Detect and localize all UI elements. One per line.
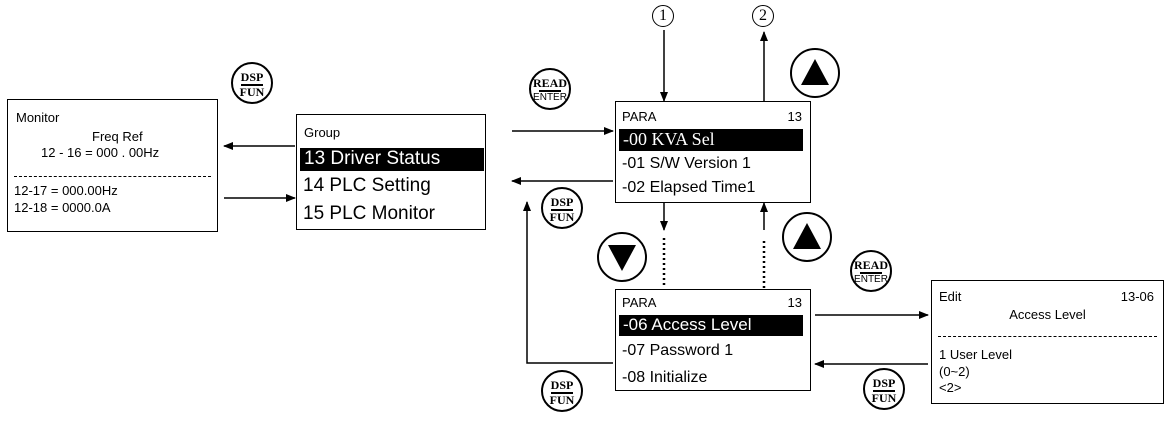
marker-1: 1 <box>652 5 674 27</box>
para-item-password[interactable]: -07 Password 1 <box>622 342 734 359</box>
para-top-menu: PARA 13 -00 KVA Sel -01 S/W Version 1 -0… <box>615 101 811 203</box>
para-item-kva-sel[interactable]: -00 KVA Sel <box>619 129 803 151</box>
dsp-label: DSP <box>550 195 574 209</box>
up-triangle-icon <box>801 59 829 85</box>
up-triangle-icon <box>793 223 821 249</box>
monitor-divider <box>14 176 211 177</box>
button-divider <box>551 209 573 211</box>
edit-divider <box>938 336 1157 337</box>
button-divider <box>860 272 882 274</box>
arrow-parabottom-to-group <box>523 201 613 364</box>
dsp-fun-button-top[interactable]: DSP FUN <box>231 62 273 104</box>
down-arrow-button[interactable] <box>597 232 647 282</box>
marker-1-label: 1 <box>659 7 667 24</box>
edit-value: 1 User Level <box>939 347 1012 362</box>
up-arrow-button-middle[interactable] <box>782 212 832 262</box>
group-item-plc-setting[interactable]: 14 PLC Setting <box>303 175 431 196</box>
para-bottom-group-no: 13 <box>787 295 802 310</box>
monitor-line3: 12-18 = 0000.0A <box>14 200 111 215</box>
read-label: READ <box>532 76 567 90</box>
dsp-label: DSP <box>240 70 264 84</box>
group-item-driver-status[interactable]: 13 Driver Status <box>300 148 484 171</box>
group-title: Group <box>304 125 341 140</box>
para-bottom-menu: PARA 13 -06 Access Level -07 Password 1 … <box>615 289 811 391</box>
dsp-fun-button-bottom[interactable]: DSP FUN <box>541 370 583 412</box>
edit-title: Edit <box>939 289 962 304</box>
edit-range: (0~2) <box>939 364 970 379</box>
marker-2-label: 2 <box>759 7 767 24</box>
fun-label: FUN <box>239 85 265 99</box>
para-top-group-no: 13 <box>787 109 802 124</box>
para-item-elapsed-time[interactable]: -02 Elapsed Time1 <box>622 179 756 196</box>
fun-label: FUN <box>549 210 575 224</box>
button-divider <box>241 84 263 86</box>
edit-default: <2> <box>939 380 962 395</box>
button-divider <box>551 392 573 394</box>
read-label: READ <box>853 258 888 272</box>
monitor-subtitle: Freq Ref <box>92 129 143 144</box>
dsp-fun-button-middle[interactable]: DSP FUN <box>541 187 583 229</box>
edit-display: Edit 13-06 Access Level 1 User Level (0~… <box>931 280 1164 404</box>
para-item-access-level[interactable]: -06 Access Level <box>619 315 803 336</box>
button-divider <box>873 390 895 392</box>
fun-label: FUN <box>871 391 897 405</box>
edit-param-name: Access Level <box>1009 307 1086 322</box>
fun-label: FUN <box>549 393 575 407</box>
monitor-title: Monitor <box>16 110 60 125</box>
read-enter-button-top[interactable]: READ ENTER <box>529 68 571 110</box>
para-top-title: PARA <box>622 109 657 124</box>
up-arrow-button-top[interactable] <box>790 48 840 98</box>
monitor-line2: 12-17 = 000.00Hz <box>14 183 118 198</box>
monitor-display: Monitor Freq Ref 12 - 16 = 000 . 00Hz 12… <box>7 99 218 232</box>
group-item-plc-monitor[interactable]: 15 PLC Monitor <box>303 203 436 224</box>
down-triangle-icon <box>608 245 636 271</box>
enter-label: ENTER <box>854 274 888 285</box>
enter-label: ENTER <box>533 92 567 103</box>
dsp-label: DSP <box>872 376 896 390</box>
edit-code: 13-06 <box>1120 289 1154 304</box>
dsp-label: DSP <box>550 378 574 392</box>
marker-2: 2 <box>752 5 774 27</box>
read-enter-button-right[interactable]: READ ENTER <box>850 250 892 292</box>
para-item-initialize[interactable]: -08 Initialize <box>622 369 708 386</box>
monitor-line1: 12 - 16 = 000 . 00Hz <box>41 145 160 160</box>
button-divider <box>539 90 561 92</box>
para-bottom-title: PARA <box>622 295 657 310</box>
para-item-sw-version[interactable]: -01 S/W Version 1 <box>622 155 751 172</box>
dsp-fun-button-edit[interactable]: DSP FUN <box>863 368 905 410</box>
group-menu: Group 13 Driver Status 14 PLC Setting 15… <box>296 114 486 230</box>
